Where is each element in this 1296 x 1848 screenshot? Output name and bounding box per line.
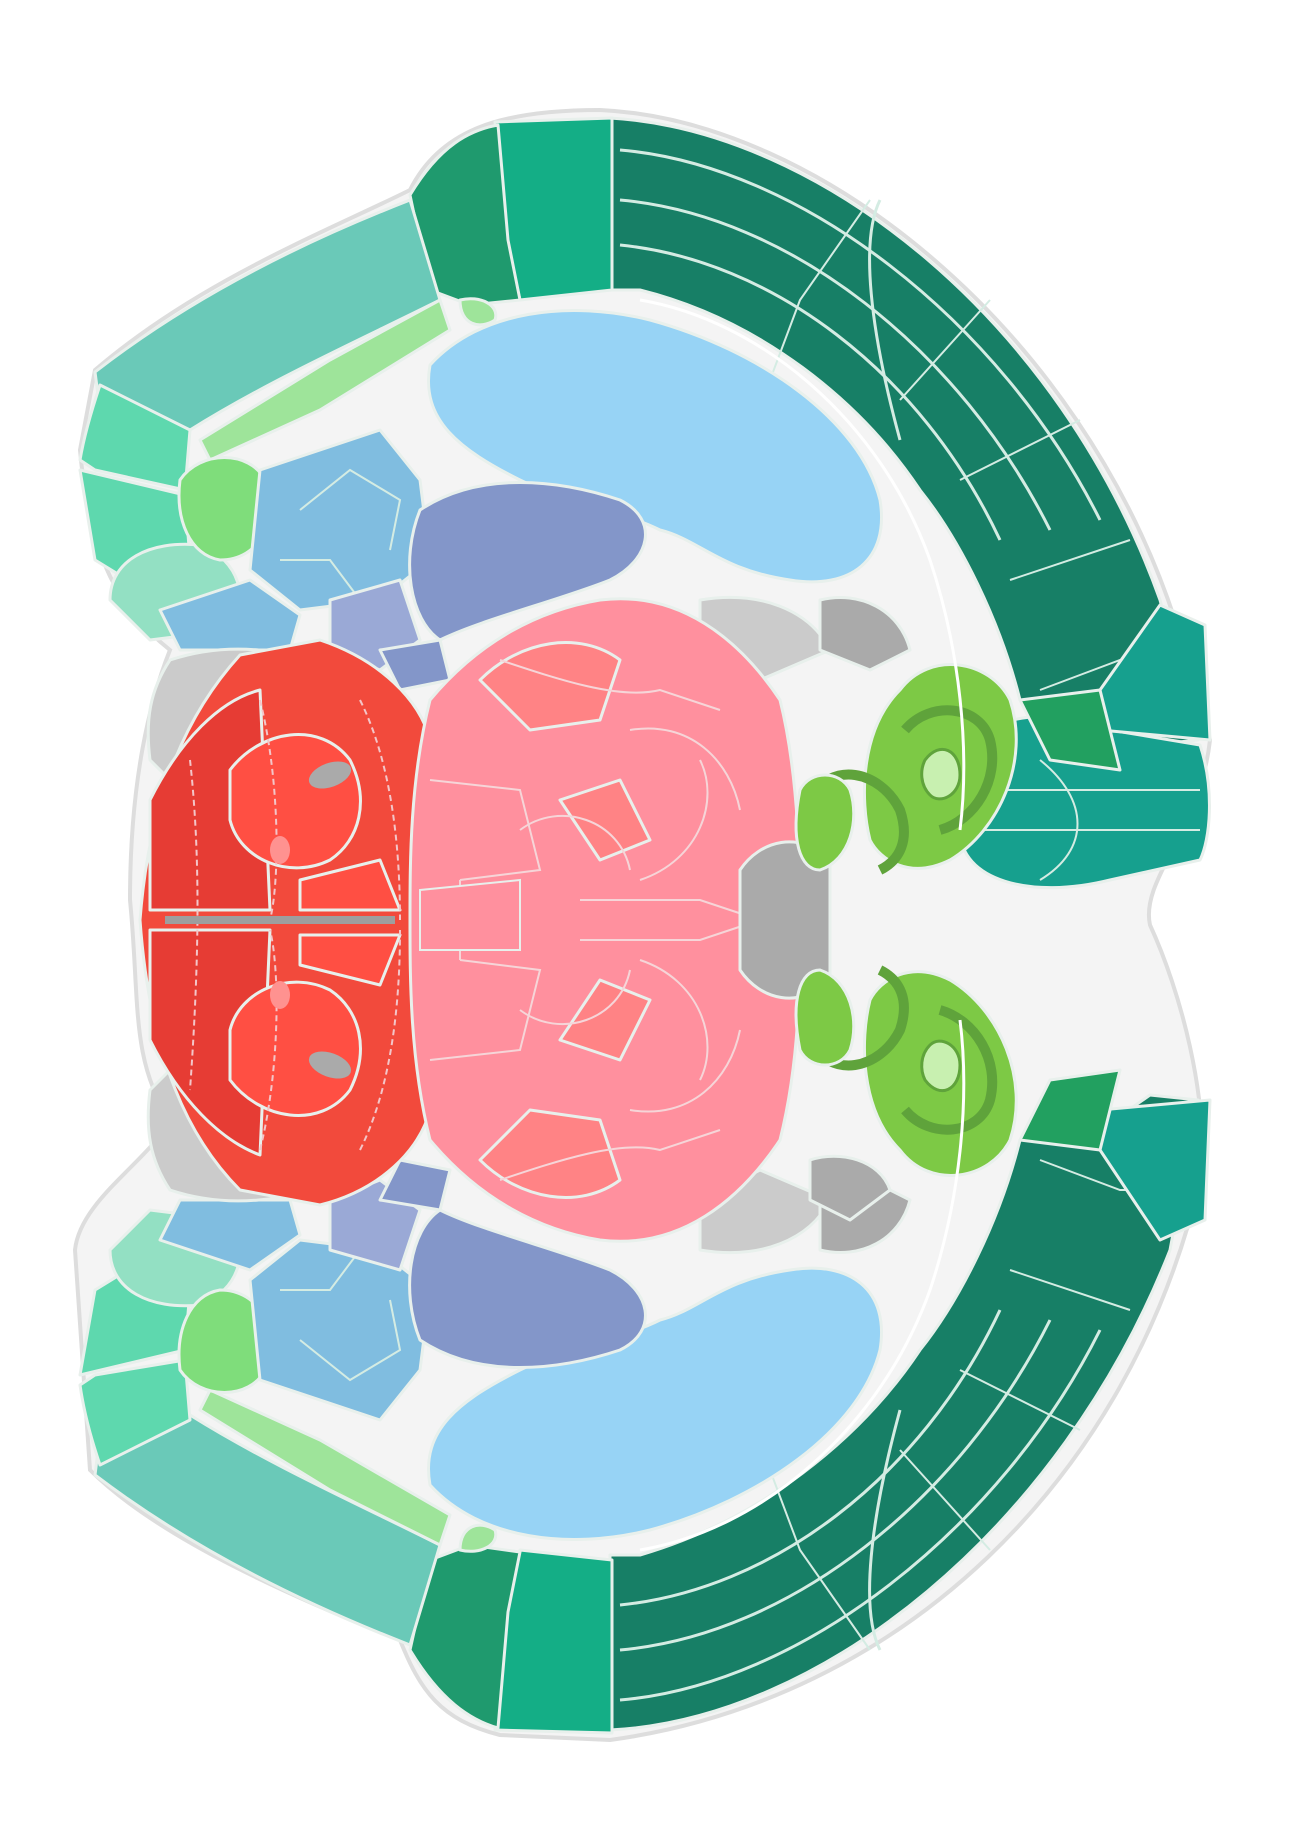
hypothalamus-nucleus-pink xyxy=(270,981,290,1009)
hypothalamus-bright xyxy=(230,982,360,1115)
third-ventricle-line xyxy=(165,916,395,924)
hypothalamus-bright xyxy=(230,735,360,868)
medial-thalamus-lines xyxy=(420,880,520,950)
hypothalamus-nucleus-pink xyxy=(270,836,290,864)
